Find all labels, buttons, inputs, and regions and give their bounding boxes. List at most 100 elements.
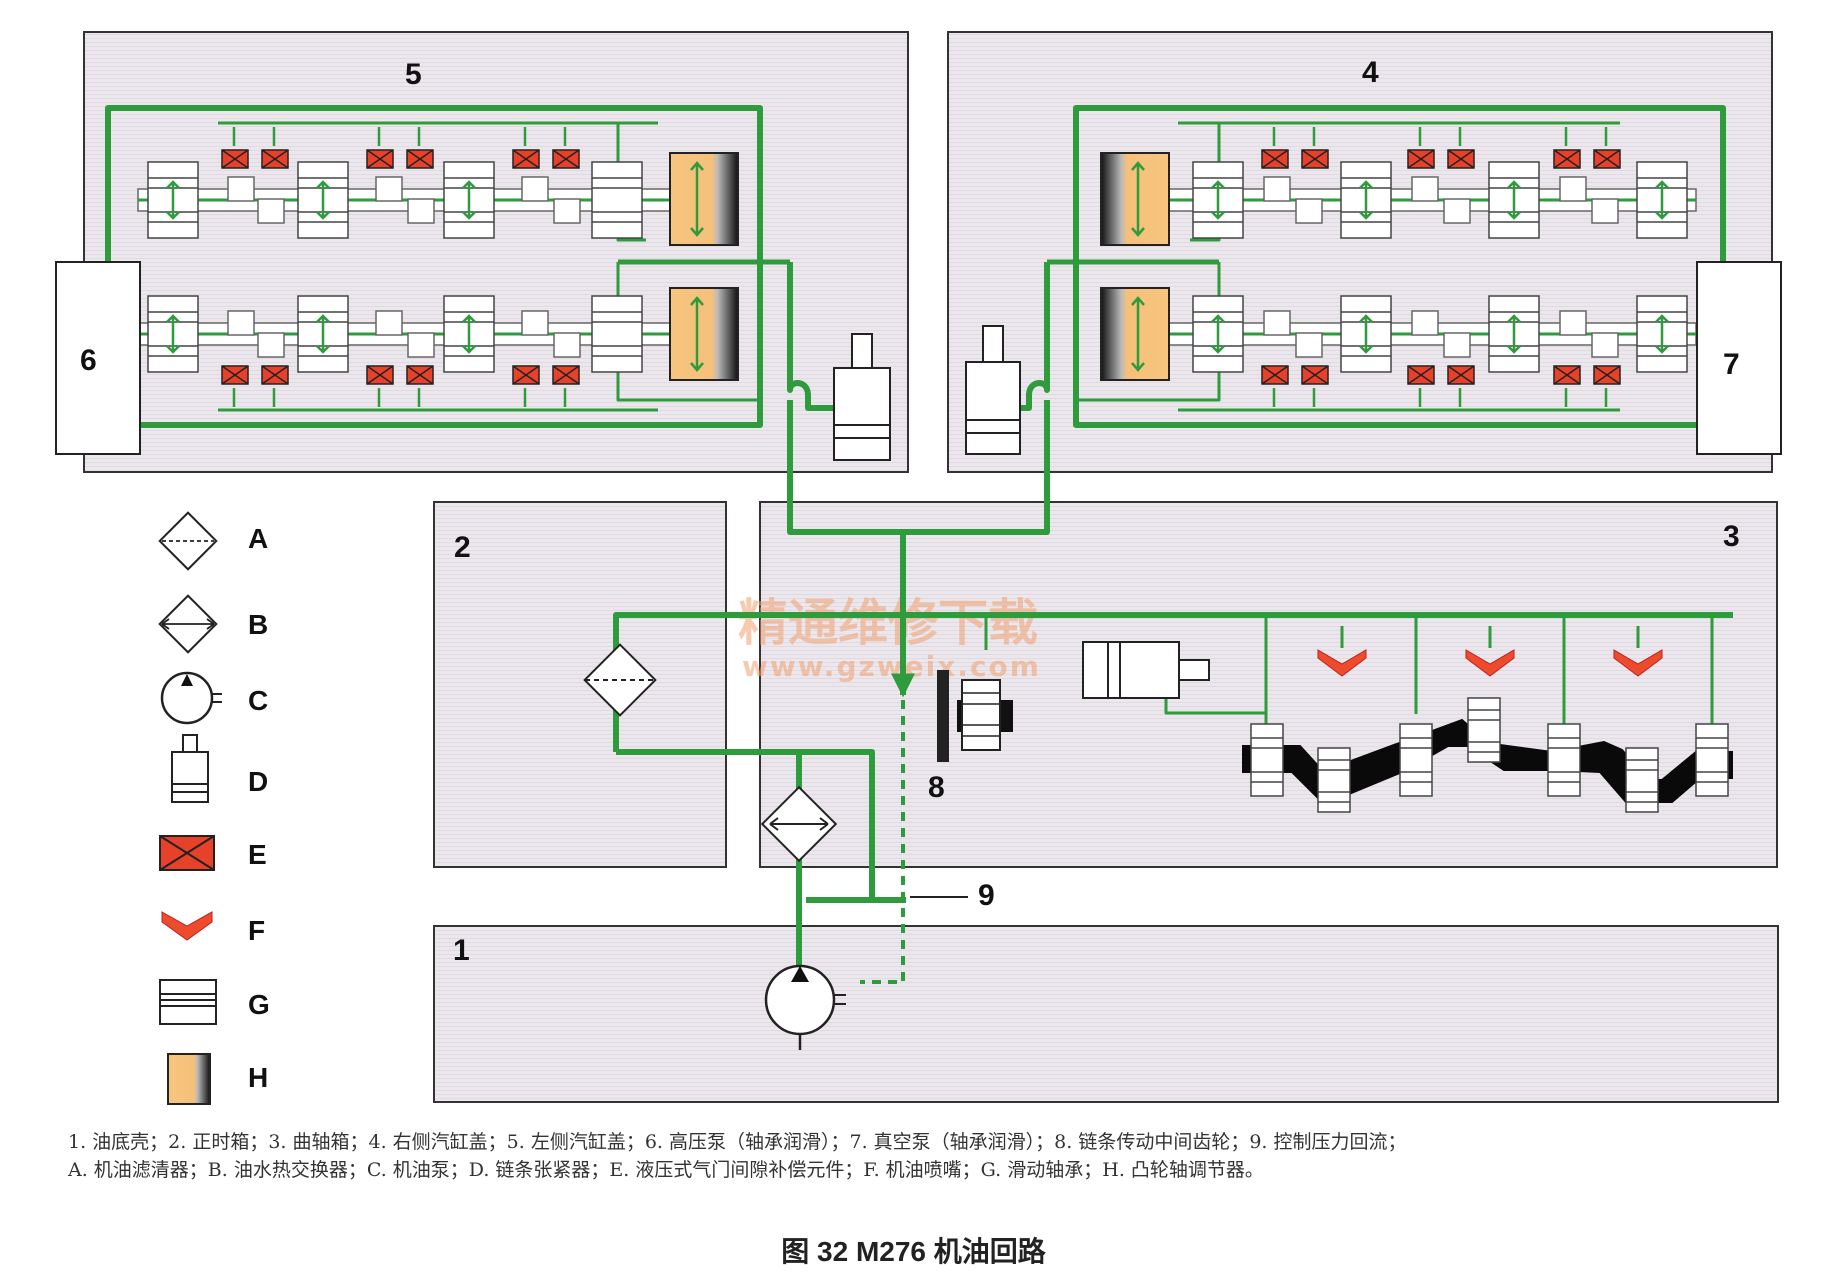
bearing-oil-arrows <box>166 180 1669 354</box>
plain-bearing-icon <box>1192 295 1244 373</box>
high-pressure-pump-box <box>55 261 141 455</box>
zone-label-7: 7 <box>1723 348 1740 381</box>
zone-label-4: 4 <box>1362 56 1379 89</box>
watermark-url: www.gzweix.com <box>742 650 1041 683</box>
lash-adjuster-icon <box>406 365 434 407</box>
oil-filter-icon <box>583 643 657 717</box>
figure-caption: 1. 油底壳；2. 正时箱；3. 曲轴箱；4. 右侧汽缸盖；5. 左侧汽缸盖；6… <box>68 1128 1768 1184</box>
legend-letter-h: H <box>248 1062 268 1093</box>
plain-bearing-icon <box>1625 747 1659 813</box>
lash-adjuster-icon <box>1593 127 1621 169</box>
lash-adjuster-icon <box>552 127 580 169</box>
lash-adjuster-icon <box>1553 127 1581 169</box>
figure-title: 图 32 M276 机油回路 <box>781 1236 1046 1267</box>
legend-item-a: A <box>158 511 268 571</box>
marker-8: 8 <box>928 771 945 804</box>
vacuum-pump-box <box>1696 261 1782 455</box>
lash-adjuster-icon <box>261 365 289 407</box>
legend-letter-d: D <box>248 766 268 797</box>
camshaft-adjuster-icon <box>167 1053 211 1105</box>
oil-pump-icon <box>764 964 846 1050</box>
watermark-chinese: 精通维修下载 <box>738 594 1038 652</box>
panel-oil-pan <box>433 925 1779 1103</box>
camshaft-adjuster-icon <box>669 152 739 246</box>
legend-letter-f: F <box>248 915 265 946</box>
legend-item-g: G <box>159 979 270 1025</box>
caption-line-1: 1. 油底壳；2. 正时箱；3. 曲轴箱；4. 右侧汽缸盖；5. 左侧汽缸盖；6… <box>68 1131 1407 1153</box>
plain-bearing-icon <box>1467 697 1501 763</box>
legend-letter-b: B <box>248 609 268 640</box>
lash-adjuster-icon <box>1301 127 1329 169</box>
legend-item-h: H <box>167 1053 268 1105</box>
lash-adjuster-icon <box>1407 365 1435 407</box>
legend: A B C <box>158 511 270 1105</box>
lash-adjuster-icon <box>512 127 540 169</box>
lash-adjuster-icon <box>366 365 394 407</box>
lash-adjuster-icon <box>1447 127 1475 169</box>
zone-label-1: 1 <box>453 934 470 967</box>
lash-adjuster-icon <box>406 127 434 169</box>
camshaft-adjuster-icon <box>1100 152 1170 246</box>
oil-jet-icon <box>1317 626 1367 677</box>
lash-adjuster-icon <box>221 127 249 169</box>
oil-jet-icon <box>1465 626 1515 677</box>
lash-adjuster-icon <box>159 835 215 871</box>
plain-bearing-icon <box>1317 747 1351 813</box>
legend-letter-c: C <box>248 685 268 716</box>
lash-adjuster-icon <box>1261 365 1289 407</box>
legend-letter-a: A <box>248 523 268 554</box>
lash-adjuster-icon <box>552 365 580 407</box>
lash-adjuster-icon <box>221 365 249 407</box>
plain-bearing-icon <box>1695 723 1729 797</box>
panel-left-cylinder-head <box>83 31 909 473</box>
lash-adjuster-icon <box>366 127 394 169</box>
caption-line-2: A. 机油滤清器；B. 油水热交换器；C. 机油泵；D. 链条张紧器；E. 液压… <box>68 1159 1264 1181</box>
lash-adjuster-icon <box>1407 127 1435 169</box>
chain-tensioner-icon <box>833 333 891 461</box>
oil-pump-icon <box>160 671 222 725</box>
legend-item-f: F <box>161 911 265 946</box>
cam-lobes <box>227 176 1619 358</box>
panel-crankcase <box>759 501 1778 868</box>
lash-adjuster-icon <box>1301 365 1329 407</box>
oil-jet-icon <box>1613 626 1663 677</box>
panel-right-cylinder-head <box>947 31 1773 473</box>
zone-label-2: 2 <box>454 531 471 564</box>
lash-adjuster-icon <box>1261 127 1289 169</box>
oil-jet-icon <box>161 911 213 941</box>
lash-adjuster-icon <box>512 365 540 407</box>
chain-tensioner-icon <box>171 734 209 803</box>
crank-bearings <box>1250 697 1729 813</box>
legend-item-e: E <box>159 835 267 871</box>
legend-item-d: D <box>171 734 268 803</box>
camshaft-adjuster-icon <box>669 287 739 381</box>
lash-adjusters-right <box>1261 127 1621 407</box>
legend-letter-e: E <box>248 839 267 870</box>
chain-tensioner-icon <box>965 325 1021 455</box>
oil-filter-icon <box>158 511 218 571</box>
lash-adjuster-icon <box>1593 365 1621 407</box>
zone-label-5: 5 <box>405 58 422 91</box>
plain-bearing-icon <box>1547 723 1581 797</box>
lash-adjuster-icon <box>1553 365 1581 407</box>
chain-tensioner-icon <box>1082 641 1210 699</box>
marker-9: 9 <box>978 879 995 912</box>
control-return-line <box>860 700 905 984</box>
plain-bearing-icon <box>1399 723 1433 797</box>
plain-bearing-icon <box>159 979 217 1025</box>
panel-timing-case <box>433 501 727 868</box>
crankshaft <box>1242 718 1733 803</box>
lash-adjusters-left <box>221 127 580 407</box>
plain-bearing-icon <box>591 161 643 239</box>
heat-exchanger-icon <box>760 785 838 863</box>
heat-exchanger-icon <box>158 594 218 654</box>
lash-adjuster-icon <box>1447 365 1475 407</box>
legend-item-c: C <box>160 671 268 725</box>
zone-label-3: 3 <box>1723 520 1740 553</box>
zone-label-6: 6 <box>80 344 97 377</box>
plain-bearing-icon <box>1250 723 1284 797</box>
legend-letter-g: G <box>248 989 270 1020</box>
intermediate-gear <box>937 670 1013 762</box>
